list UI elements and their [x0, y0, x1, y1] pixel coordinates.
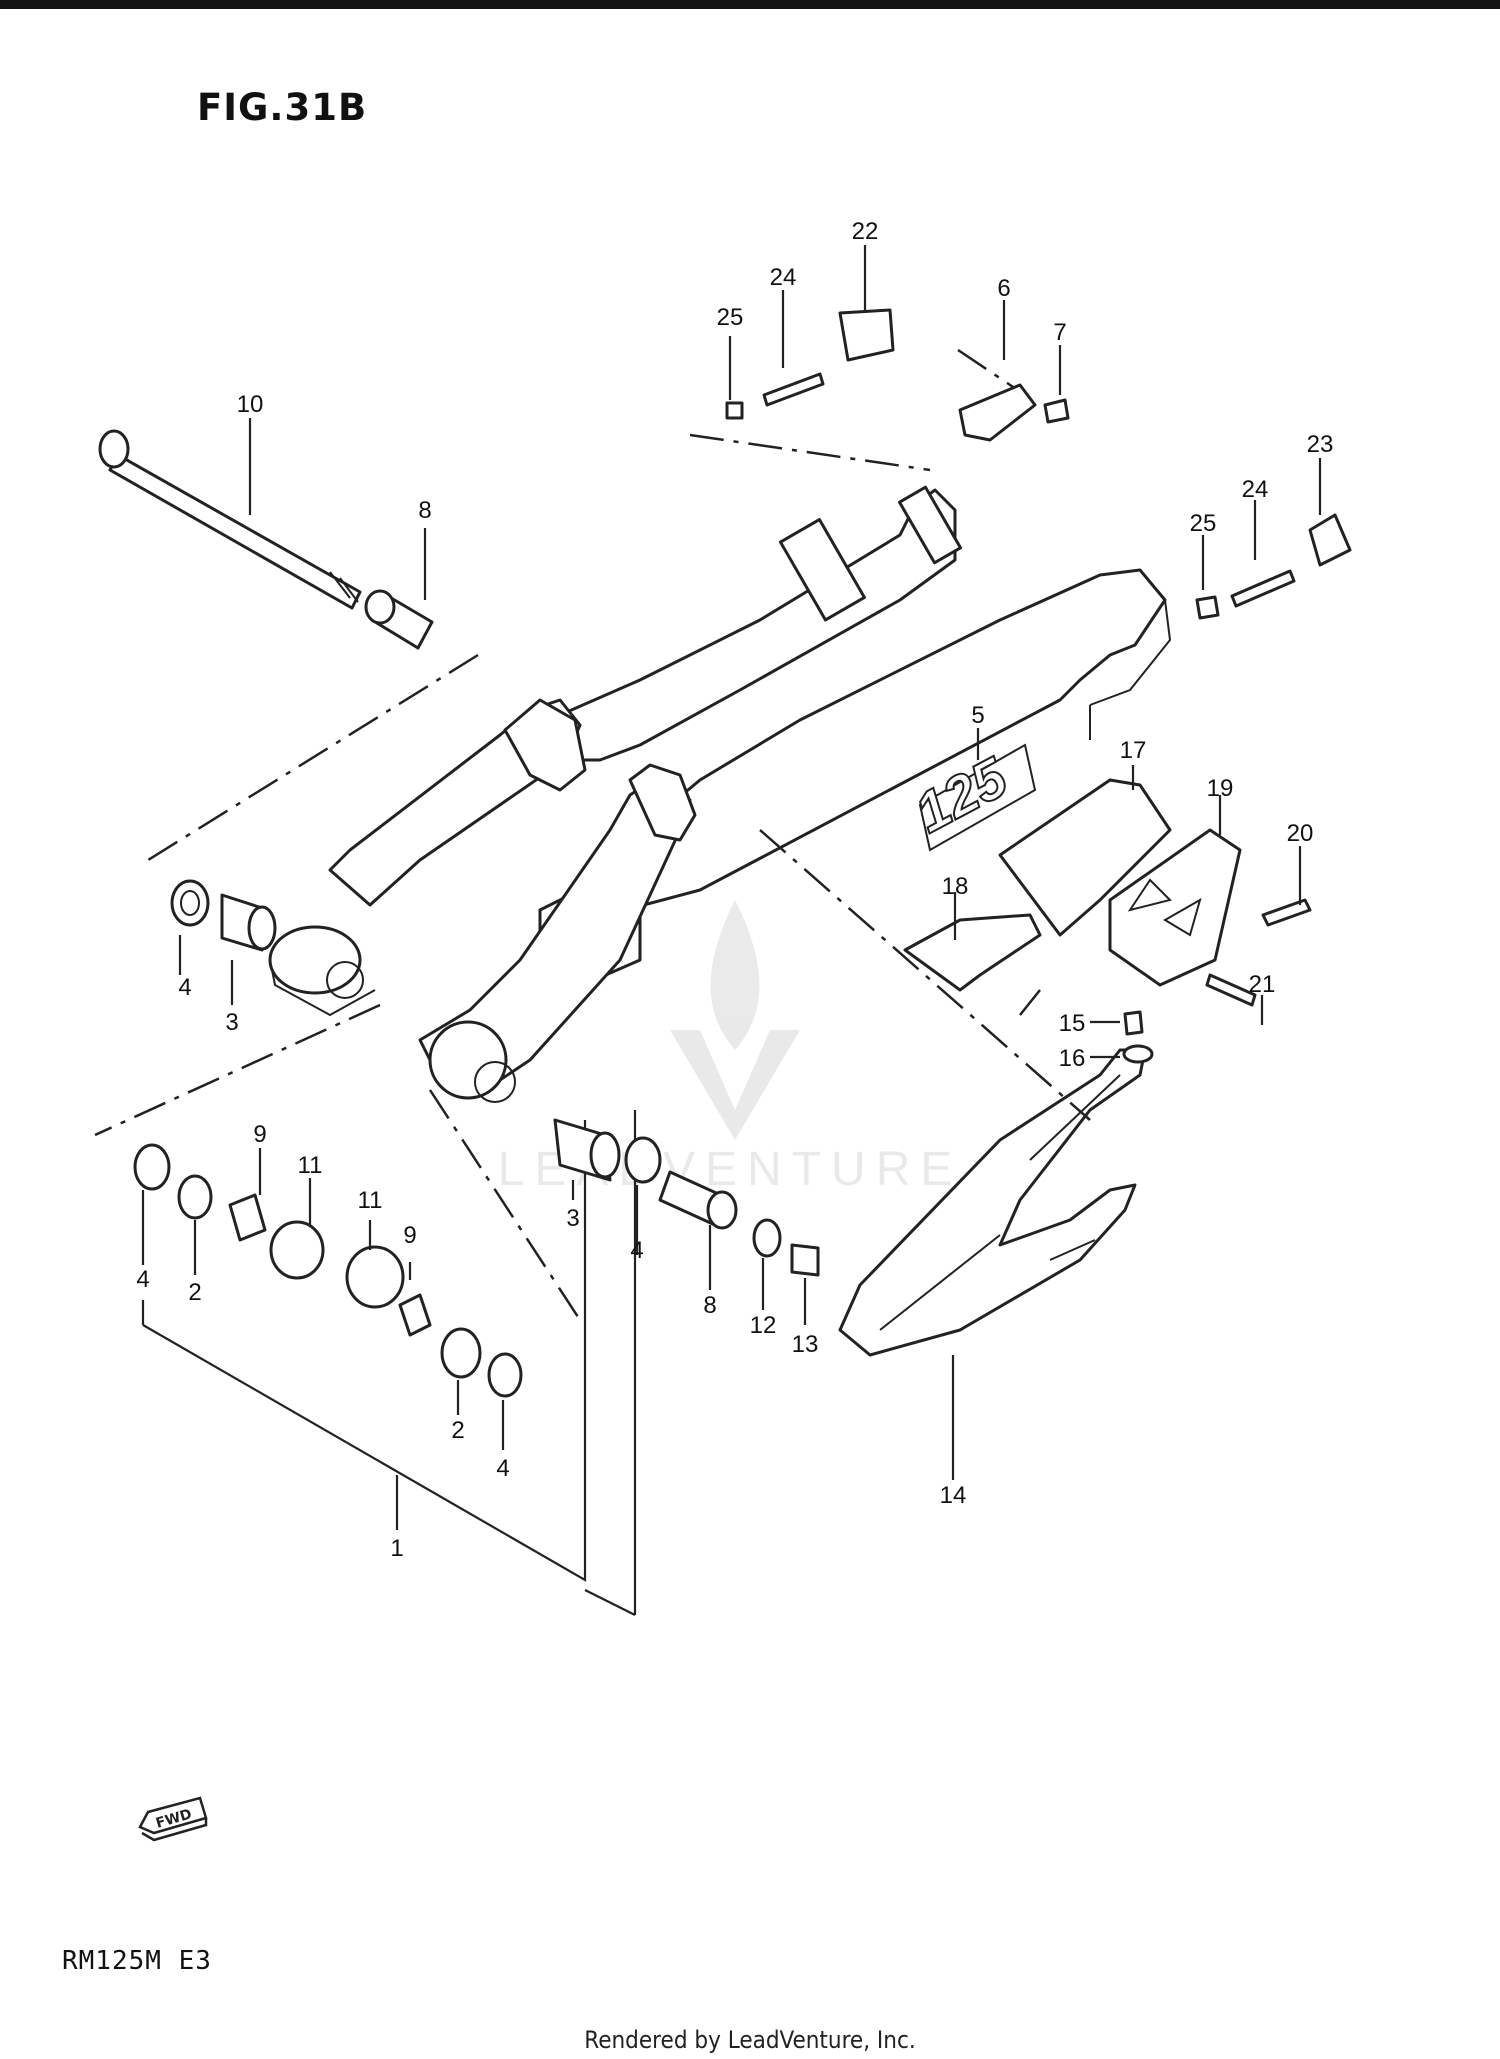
chain-guide-bolts [1122, 898, 1312, 1064]
part-label-22: 22 [852, 218, 879, 245]
part-label-19: 19 [1207, 775, 1234, 802]
figure-title: FIG.31B [197, 86, 368, 129]
part-label-23: 23 [1307, 431, 1334, 458]
right-hardware [1195, 513, 1352, 620]
model-code: RM125M E3 [62, 1946, 212, 1976]
part-label-25b: 25 [1190, 510, 1217, 537]
seal-4-lower-mid [624, 1136, 662, 1184]
collar-8-upper [364, 589, 434, 650]
part-label-1: 1 [390, 1535, 403, 1562]
part-label-14: 14 [940, 1482, 967, 1509]
assembly-leader-lines [94, 348, 1091, 1321]
part-label-11b: 11 [358, 1187, 383, 1214]
part-label-16: 16 [1059, 1045, 1086, 1072]
chain-buffer [838, 1048, 1147, 1357]
part-label-2b: 2 [451, 1417, 464, 1444]
part-number-labels: 22 24 25 6 7 10 8 23 24 25 5 17 19 20 18… [136, 218, 1333, 1562]
part-label-5: 5 [971, 702, 984, 729]
part-label-4c: 4 [630, 1237, 643, 1264]
assembly-bracket-lines [141, 1110, 637, 1616]
bearing-3-lower [553, 1118, 621, 1182]
part-label-4a: 4 [178, 974, 191, 1001]
part-label-4d: 4 [496, 1455, 509, 1482]
collar-8-lower [658, 1170, 738, 1230]
part-label-13: 13 [792, 1331, 819, 1358]
part-label-15: 15 [1059, 1010, 1086, 1037]
chain-guard-18 [903, 913, 1042, 992]
part-label-3a: 3 [225, 1009, 238, 1036]
part-label-21: 21 [1249, 971, 1276, 998]
axle-10 [98, 429, 362, 610]
part-label-10: 10 [237, 391, 264, 418]
part-label-2a: 2 [188, 1279, 201, 1306]
top-border [0, 0, 1500, 9]
part-label-20: 20 [1287, 820, 1314, 847]
part-label-9a: 9 [253, 1121, 266, 1148]
part-label-9b: 9 [403, 1222, 416, 1249]
part-label-24b: 24 [1242, 476, 1269, 503]
part-label-8b: 8 [703, 1292, 716, 1319]
washer-12-nut-13 [752, 1218, 820, 1277]
bearing-3-upper-left [220, 893, 277, 952]
footer-credit: Rendered by LeadVenture, Inc. [584, 2026, 916, 2054]
lower-pivot-stack [133, 1143, 523, 1398]
forward-arrow-icon: FWD [138, 1796, 208, 1842]
top-hardware [725, 308, 1070, 442]
part-label-11a: 11 [298, 1152, 323, 1179]
part-label-18: 18 [942, 873, 969, 900]
label-leaders [141, 245, 1322, 1530]
part-label-8a: 8 [418, 497, 431, 524]
seal-4-upper-left [170, 879, 210, 927]
part-label-7: 7 [1053, 319, 1066, 346]
swingarm: 125 [268, 485, 1172, 1103]
part-label-4b: 4 [136, 1266, 149, 1293]
part-label-24a: 24 [770, 264, 797, 291]
part-label-12: 12 [750, 1312, 777, 1339]
part-label-6: 6 [997, 275, 1010, 302]
part-label-3b: 3 [566, 1205, 579, 1232]
part-label-17: 17 [1120, 737, 1147, 764]
part-label-25a: 25 [717, 304, 744, 331]
chain-guide [998, 778, 1242, 987]
